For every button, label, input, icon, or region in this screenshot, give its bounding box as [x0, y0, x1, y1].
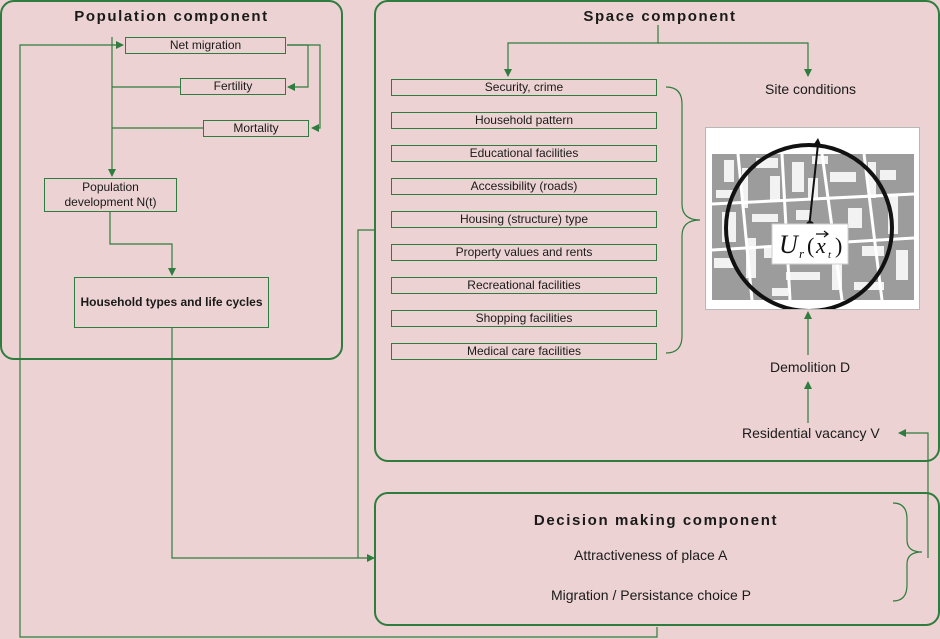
factor-shopping: Shopping facilities: [391, 310, 657, 327]
site-map-figure: U r ( x t ): [705, 127, 920, 313]
population-development-line2: development N(t): [64, 195, 157, 209]
migration-choice-label: Migration / Persistance choice P: [551, 587, 751, 603]
factor-property-values: Property values and rents: [391, 244, 657, 261]
household-types-box: Household types and life cycles: [74, 277, 269, 328]
demolition-label: Demolition D: [770, 359, 851, 375]
factor-recreational: Recreational facilities: [391, 277, 657, 294]
factor-educational: Educational facilities: [391, 145, 657, 162]
attractiveness-label: Attractiveness of place A: [574, 547, 728, 563]
net-migration-to-mortality-line: [287, 44, 321, 132]
svg-text:r: r: [799, 246, 805, 261]
svg-text:): ): [835, 233, 842, 258]
site-conditions-line: [658, 42, 812, 77]
svg-text:t: t: [828, 249, 832, 261]
factor-household-pattern: Household pattern: [391, 112, 657, 129]
population-component-panel: Population component: [0, 0, 343, 360]
population-component-title: Population component: [74, 8, 269, 25]
svg-text:(: (: [807, 233, 814, 258]
mortality-box: Mortality: [203, 120, 309, 137]
factor-housing-type: Housing (structure) type: [391, 211, 657, 228]
feedback-loop-line: [19, 41, 658, 638]
decision-component-panel: Decision making component: [374, 492, 940, 626]
space-component-panel: Space component: [374, 0, 940, 462]
neighbourhood-map-image: U r ( x t ): [706, 128, 919, 313]
decision-to-vacancy-line: [898, 429, 929, 558]
space-component-title: Space component: [583, 8, 737, 25]
households-to-decision-line: [171, 328, 375, 562]
svg-text:x: x: [815, 233, 826, 258]
factor-security: Security, crime: [391, 79, 657, 96]
factor-accessibility: Accessibility (roads): [391, 178, 657, 195]
decision-brace: [892, 502, 923, 602]
space-split-line: [504, 25, 659, 77]
utility-formula: U: [779, 230, 800, 259]
population-development-box: Population development N(t): [44, 178, 177, 212]
decision-component-title: Decision making component: [533, 512, 779, 529]
net-migration-box: Net migration: [125, 37, 286, 54]
residential-vacancy-label: Residential vacancy V: [742, 425, 880, 441]
space-to-decision-line: [357, 229, 374, 558]
site-conditions-label: Site conditions: [765, 81, 857, 97]
factor-medical: Medical care facilities: [391, 343, 657, 360]
population-development-line1: Population: [82, 180, 139, 194]
fertility-box: Fertility: [180, 78, 286, 95]
factors-brace: [665, 86, 701, 354]
development-to-households-line: [109, 212, 176, 276]
